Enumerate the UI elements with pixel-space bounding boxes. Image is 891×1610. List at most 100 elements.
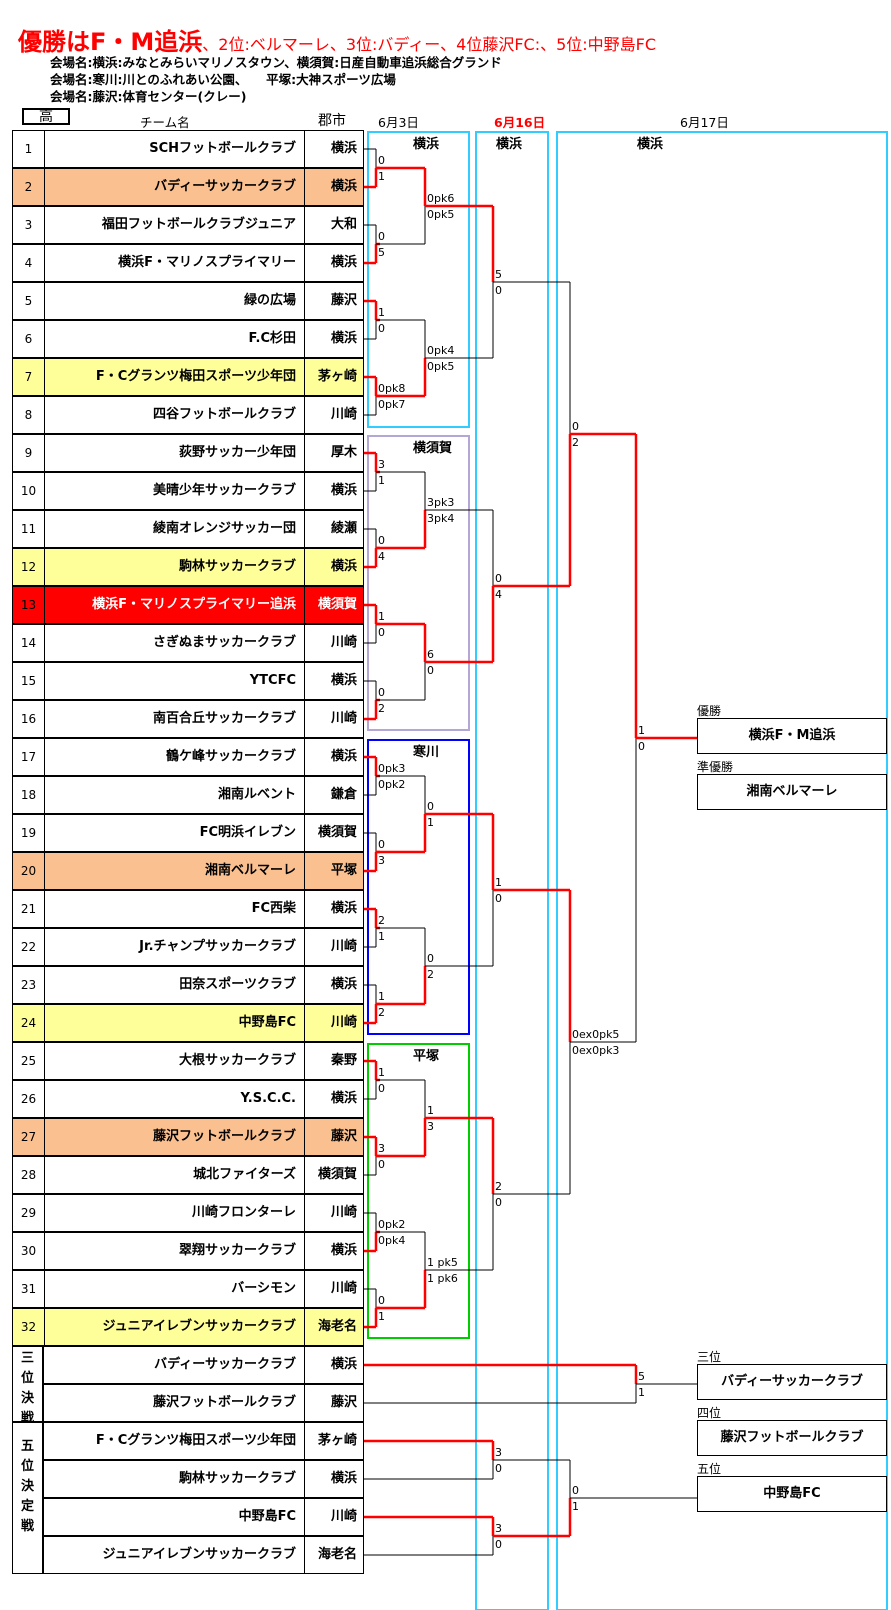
bracket-score: 1 pk5 <box>427 1256 458 1269</box>
bracket-score: 0 <box>495 284 502 297</box>
fourth-box: 藤沢フットボールクラブ <box>697 1420 887 1456</box>
seed-number: 9 <box>13 435 45 471</box>
team-city: 横浜 <box>330 749 357 764</box>
team-city: 川崎 <box>330 1281 357 1296</box>
bracket-score: 0 <box>495 1462 502 1475</box>
team-city: 横浜 <box>330 1471 357 1486</box>
fifth-place-row: F・Cグランツ梅田スポーツ少年団茅ヶ崎 <box>43 1422 364 1460</box>
venue-line-1: 会場名:横浜:みなとみらいマリノスタウン、横須賀:日産自動車追浜総合グランド <box>50 55 502 70</box>
bracket-score: 0 <box>572 420 579 433</box>
team-city: 横浜 <box>330 1243 357 1258</box>
bracket-score: 0ex0pk3 <box>572 1044 619 1057</box>
team-name: 美晴少年サッカークラブ <box>44 473 305 509</box>
title-main: 優勝はF・M追浜 <box>18 28 203 56</box>
team-city: 綾瀬 <box>330 521 357 536</box>
seed-number: 20 <box>13 853 45 889</box>
column-header-team: チーム名 <box>140 115 190 130</box>
venue-box <box>367 739 470 1035</box>
bracket-score: 0 <box>378 1158 385 1171</box>
team-city: 横浜 <box>330 559 357 574</box>
venue-box-label: 寒川 <box>412 744 439 760</box>
bracket-score: 0 <box>378 1082 385 1095</box>
seed-number: 10 <box>13 473 45 509</box>
date-round3: 6月16日 <box>494 115 546 130</box>
seed-number: 24 <box>13 1005 45 1041</box>
venue-box-label: 平塚 <box>413 1049 439 1064</box>
bracket-score: 0 <box>638 740 645 753</box>
team-name: 南百合丘サッカークラブ <box>44 701 305 737</box>
team-name: FC西柴 <box>44 891 305 927</box>
team-city: 横浜 <box>330 1357 357 1372</box>
team-name: 藤沢フットボールクラブ <box>44 1119 305 1155</box>
team-name: バディーサッカークラブ <box>44 1347 305 1383</box>
team-city: 川崎 <box>330 1205 357 1220</box>
venue-box-label: 横浜 <box>496 136 522 152</box>
third-box: バディーサッカークラブ <box>697 1364 887 1400</box>
team-name: 綾南オレンジサッカー団 <box>44 511 305 547</box>
bracket-score: 0 <box>495 1538 502 1551</box>
bracket-score: 0 <box>495 572 502 585</box>
team-name: 藤沢フットボールクラブ <box>44 1385 305 1421</box>
team-name: 中野島FC <box>44 1005 305 1041</box>
bracket-score: 1 <box>378 474 385 487</box>
bracket-score: 1 <box>572 1500 579 1513</box>
team-city: 横浜 <box>330 331 357 346</box>
seed-number: 31 <box>13 1271 45 1307</box>
team-name: FC明浜イレブン <box>44 815 305 851</box>
bracket-score: 0pk5 <box>427 208 454 221</box>
venue-line-3: 会場名:藤沢:体育センター(クレー) <box>50 89 247 104</box>
team-name: 大根サッカークラブ <box>44 1043 305 1079</box>
team-name: SCHフットボールクラブ <box>44 131 305 167</box>
bracket-score: 2 <box>378 1006 385 1019</box>
seed-number: 25 <box>13 1043 45 1079</box>
third-place-label-char: 位 <box>20 1371 34 1386</box>
team-city: 横須賀 <box>317 1167 357 1182</box>
third-place-row: 藤沢フットボールクラブ藤沢 <box>43 1384 364 1422</box>
team-city: 横浜 <box>330 179 357 194</box>
fifth-place-label: 五位決定戦 <box>12 1422 43 1574</box>
team-city: 横浜 <box>330 977 357 992</box>
team-city: 茅ヶ崎 <box>317 1433 357 1448</box>
bracket-score: 2 <box>378 702 385 715</box>
team-name: さぎぬまサッカークラブ <box>44 625 305 661</box>
bracket-score: 3 <box>495 1522 502 1535</box>
bracket-score: 0 <box>378 154 385 167</box>
seed-number: 27 <box>13 1119 45 1155</box>
seed-number: 28 <box>13 1157 45 1193</box>
team-city: 川崎 <box>330 939 357 954</box>
page-title: 優勝はF・M追浜、2位:ベルマーレ、3位:バディー、4位藤沢FC:、5位:中野島… <box>18 22 656 57</box>
team-name: ジュニアイレブンサッカークラブ <box>44 1309 305 1345</box>
third-place-label-char: 決 <box>20 1391 34 1406</box>
seed-number: 2 <box>13 169 45 205</box>
team-name: 田奈スポーツクラブ <box>44 967 305 1003</box>
seed-number: 22 <box>13 929 45 965</box>
seed-number: 32 <box>13 1309 45 1345</box>
bracket-score: 1 <box>378 610 385 623</box>
team-name: 横浜F・マリノスプライマリー追浜 <box>44 587 305 623</box>
seed-number: 5 <box>13 283 45 319</box>
team-name: 湘南ルベント <box>44 777 305 813</box>
team-city: 横浜 <box>330 901 357 916</box>
bracket-score: 0pk7 <box>378 398 405 411</box>
bracket-score: 1 <box>378 930 385 943</box>
team-city: 横須賀 <box>317 825 357 840</box>
fifth-box: 中野島FC <box>697 1476 887 1512</box>
bracket-score: 4 <box>495 588 502 601</box>
team-name: 横浜F・マリノスプライマリー <box>44 245 305 281</box>
seed-number: 11 <box>13 511 45 547</box>
fifth-place-label-char: 戦 <box>20 1519 34 1534</box>
venue-box <box>367 131 470 428</box>
